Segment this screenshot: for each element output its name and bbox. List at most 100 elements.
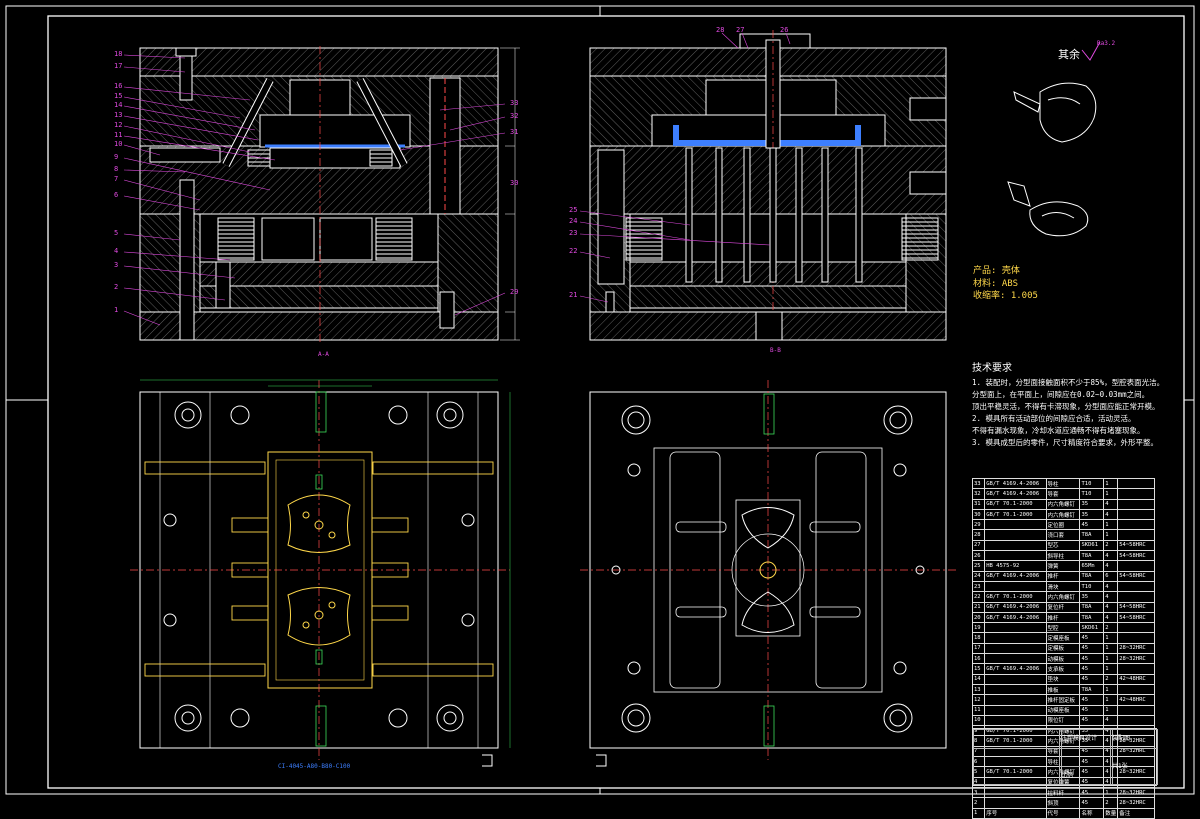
table-cell: 4 <box>1103 591 1119 603</box>
balloon-number: 16 <box>114 82 123 90</box>
table-cell: 动模板 <box>1045 653 1081 665</box>
table-cell: GB/T 4169.4-2006 <box>984 570 1047 582</box>
balloon-number: 15 <box>114 92 123 100</box>
tech-requirement-line: 3. 模具成型后的零件，尺寸精度符合要求，外形平整。 <box>972 438 1159 447</box>
balloon-number: 17 <box>114 62 123 70</box>
table-cell: 2 <box>1103 673 1119 685</box>
table-cell: 45 <box>1079 642 1105 655</box>
cad-drawing-canvas: A-A <box>5 5 1195 795</box>
table-cell: 45 <box>1079 714 1105 727</box>
table-cell: 31 <box>971 498 986 510</box>
table-cell: 1 <box>1103 653 1119 665</box>
table-cell: 54~58HRC <box>1117 539 1155 552</box>
table-cell <box>984 714 1047 727</box>
balloon-number: 11 <box>114 131 123 139</box>
balloon-number: 2 <box>114 283 119 291</box>
table-cell: 斜顶 <box>1045 797 1081 809</box>
table-cell: 推杆 <box>1045 570 1081 582</box>
table-cell: T8A <box>1079 529 1105 541</box>
table-cell: 4 <box>1103 601 1119 613</box>
table-cell: 13 <box>971 683 986 696</box>
balloon-number: 6 <box>114 191 119 199</box>
table-cell: 15 <box>971 663 986 675</box>
table-cell <box>984 797 1047 809</box>
table-cell: 代号 <box>1045 807 1081 819</box>
section-view-a-a <box>123 46 520 342</box>
table-cell: T8A <box>1079 683 1105 696</box>
table-cell <box>1117 488 1155 500</box>
table-cell: 复位杆 <box>1045 601 1081 613</box>
table-cell: GB/T 4169.4-2006 <box>984 663 1047 675</box>
table-cell: 28~32HRC <box>1117 642 1155 655</box>
balloon-number: 24 <box>569 217 578 225</box>
table-cell: 65Mn <box>1079 560 1105 572</box>
table-cell: 28~32HRC <box>1117 797 1155 809</box>
table-cell <box>984 683 1047 696</box>
table-cell <box>984 632 1047 644</box>
table-cell <box>1117 519 1155 531</box>
balloon-number: 32 <box>510 112 519 120</box>
table-cell: 27 <box>971 539 986 552</box>
table-cell: 45 <box>1079 704 1105 716</box>
technical-requirements: 技术要求 1. 装配时，分型面接触面积不少于85%，型腔表面光洁。分型面上，在平… <box>972 363 1172 449</box>
tech-requirement-line: 顶出平稳灵活，不得有卡滞现象，分型面应能正常开模。 <box>972 402 1160 411</box>
table-cell: 54~58HRC <box>1117 550 1155 562</box>
table-cell <box>984 580 1047 593</box>
table-cell: 导套 <box>1045 488 1081 500</box>
table-cell: 45 <box>1079 653 1105 665</box>
table-cell: 45 <box>1079 519 1105 531</box>
table-cell <box>1117 591 1155 603</box>
plan-view-moving-half <box>130 379 511 767</box>
table-cell <box>1117 560 1155 572</box>
balloon-number: 27 <box>736 26 745 34</box>
balloon-number: 7 <box>114 175 119 183</box>
table-cell: 1 <box>1103 683 1119 696</box>
table-cell: SKD61 <box>1079 539 1105 552</box>
table-cell <box>1117 529 1155 541</box>
balloon-number: 23 <box>569 229 578 237</box>
table-cell: 2 <box>1103 622 1119 634</box>
table-cell: 浇口套 <box>1045 529 1081 541</box>
table-cell <box>984 653 1047 665</box>
table-cell: 4 <box>1103 498 1119 510</box>
table-cell: 1 <box>971 807 986 819</box>
table-cell: 28~32HRC <box>1117 653 1155 665</box>
table-cell: 1 <box>1103 642 1119 655</box>
table-cell: 1 <box>1103 694 1119 706</box>
table-cell: SKD61 <box>1079 622 1105 634</box>
table-cell: 25 <box>971 560 986 572</box>
table-cell: 45 <box>1079 797 1105 809</box>
table-cell: 推板 <box>1045 683 1081 696</box>
table-cell: 4 <box>1103 714 1119 727</box>
title-drawing-name: 注塑模具设计 <box>1059 729 1113 749</box>
table-cell: 42~48HRC <box>1117 673 1155 685</box>
balloon-number: 4 <box>114 247 119 255</box>
table-cell: 垫块 <box>1045 673 1081 685</box>
table-cell: 4 <box>1103 611 1119 624</box>
table-cell: 23 <box>971 580 986 593</box>
table-cell: 42~48HRC <box>1117 694 1155 706</box>
table-cell: 45 <box>1079 663 1105 675</box>
table-cell: 4 <box>1103 550 1119 562</box>
table-cell: 4 <box>1103 508 1119 521</box>
table-cell <box>1117 580 1155 593</box>
table-cell: 20 <box>971 611 986 624</box>
table-cell: 11 <box>971 704 986 716</box>
title-scale: 比例 <box>1059 766 1113 785</box>
roughness-prefix: 其余 <box>1058 47 1080 61</box>
product-material: 材料: ABS <box>973 279 1019 289</box>
table-cell: 拉料杆 <box>1045 786 1081 799</box>
